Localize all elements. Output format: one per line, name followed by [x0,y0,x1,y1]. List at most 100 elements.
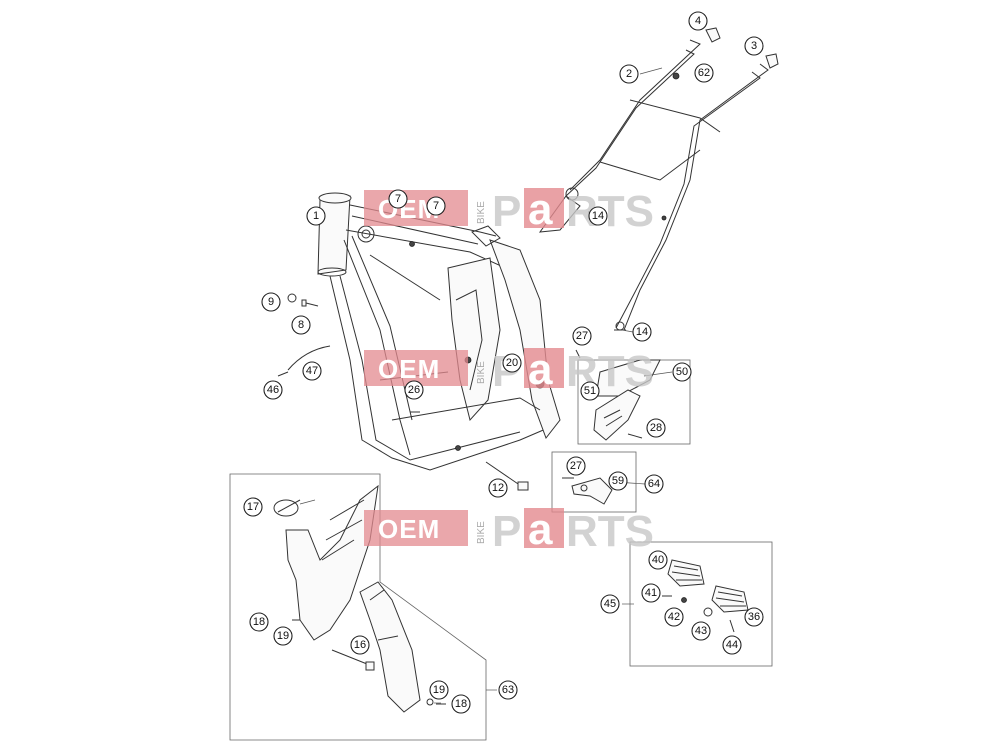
callout-63[interactable]: 63 [498,680,518,700]
watermark-p: P [492,347,521,396]
watermark-a: a [528,185,553,234]
chain-slider [562,477,613,505]
svg-text:46: 46 [267,384,279,396]
svg-text:59: 59 [612,475,624,487]
callout-14a[interactable]: 14 [588,206,608,226]
callout-40[interactable]: 40 [648,550,668,570]
watermark-bottom: OEM BIKE P a RTS [364,505,654,556]
callout-19b[interactable]: 19 [429,680,449,700]
svg-text:2: 2 [626,68,632,80]
svg-text:43: 43 [695,625,707,637]
callout-43[interactable]: 43 [691,621,711,641]
svg-text:41: 41 [645,587,657,599]
callout-9[interactable]: 9 [261,292,281,312]
callout-18b[interactable]: 18 [451,694,471,714]
watermark-oem: OEM [378,354,440,384]
svg-text:51: 51 [584,385,596,397]
callout-45[interactable]: 45 [600,594,620,614]
watermark-bike: BIKE [476,361,487,384]
watermark-bike: BIKE [476,521,487,544]
svg-text:20: 20 [506,357,518,369]
callout-26[interactable]: 26 [404,380,424,400]
callout-12[interactable]: 12 [488,478,508,498]
callout-28[interactable]: 28 [646,418,666,438]
callout-8[interactable]: 8 [291,315,311,335]
svg-text:7: 7 [433,200,439,212]
svg-text:28: 28 [650,422,662,434]
watermark-rts: RTS [566,347,654,396]
svg-text:26: 26 [408,384,420,396]
main-frame [317,192,561,471]
watermark-p: P [492,507,521,556]
watermark-a: a [528,505,553,554]
svg-text:47: 47 [306,365,318,377]
svg-text:36: 36 [748,611,760,623]
footrests [662,559,749,633]
callout-27a[interactable]: 27 [572,326,592,346]
chain-guide [575,349,661,441]
callout-17[interactable]: 17 [243,497,263,517]
svg-text:44: 44 [726,639,738,651]
callout-19a[interactable]: 19 [273,626,293,646]
svg-text:64: 64 [648,478,660,490]
callout-59[interactable]: 59 [608,471,628,491]
group-box-64 [551,451,637,513]
watermark-middle: OEM BIKE P a RTS [364,345,654,396]
svg-text:63: 63 [502,684,514,696]
callout-18a[interactable]: 18 [249,612,269,632]
callout-7b[interactable]: 7 [426,196,446,216]
svg-text:19: 19 [433,684,445,696]
svg-text:18: 18 [455,698,467,710]
svg-text:19: 19 [277,630,289,642]
svg-text:45: 45 [604,598,616,610]
svg-text:1: 1 [313,210,319,222]
watermark-p: P [492,187,521,236]
watermark-bike: BIKE [476,201,487,224]
group-box-63 [229,473,487,741]
callout-1[interactable]: 1 [306,206,326,226]
watermark-rts: RTS [566,507,654,556]
svg-text:16: 16 [354,639,366,651]
svg-text:17: 17 [247,501,259,513]
group-box-50 [577,359,691,445]
callout-7a[interactable]: 7 [388,189,408,209]
svg-text:4: 4 [695,15,701,27]
frame-protectors [273,484,446,713]
callout-27b[interactable]: 27 [566,456,586,476]
svg-text:12: 12 [492,482,504,494]
callout-14b[interactable]: 14 [632,322,652,342]
callout-62[interactable]: 62 [694,63,714,83]
watermark-rts: RTS [566,187,654,236]
svg-text:27: 27 [576,330,588,342]
svg-text:50: 50 [676,366,688,378]
callout-20[interactable]: 20 [502,353,522,373]
callout-16[interactable]: 16 [350,635,370,655]
watermark-top: OEM BIKE P a RTS [364,185,654,236]
watermark-oem: OEM [378,514,440,544]
svg-text:62: 62 [698,67,710,79]
watermark-a: a [528,345,553,394]
callout-64[interactable]: 64 [644,474,664,494]
callout-3[interactable]: 3 [744,36,764,56]
callout-44[interactable]: 44 [722,635,742,655]
callout-41[interactable]: 41 [641,583,661,603]
callout-51[interactable]: 51 [580,381,600,401]
callout-50[interactable]: 50 [672,362,692,382]
svg-text:14: 14 [636,326,648,338]
svg-text:8: 8 [298,319,304,331]
callout-46[interactable]: 46 [263,380,283,400]
svg-text:40: 40 [652,554,664,566]
svg-text:14: 14 [592,210,604,222]
callout-42[interactable]: 42 [664,607,684,627]
svg-text:7: 7 [395,193,401,205]
svg-text:42: 42 [668,611,680,623]
callout-2[interactable]: 2 [619,64,639,84]
callout-47[interactable]: 47 [302,361,322,381]
svg-text:9: 9 [268,296,274,308]
svg-text:3: 3 [751,40,757,52]
svg-text:27: 27 [570,460,582,472]
callout-36[interactable]: 36 [744,607,764,627]
svg-text:18: 18 [253,616,265,628]
callout-4[interactable]: 4 [688,11,708,31]
